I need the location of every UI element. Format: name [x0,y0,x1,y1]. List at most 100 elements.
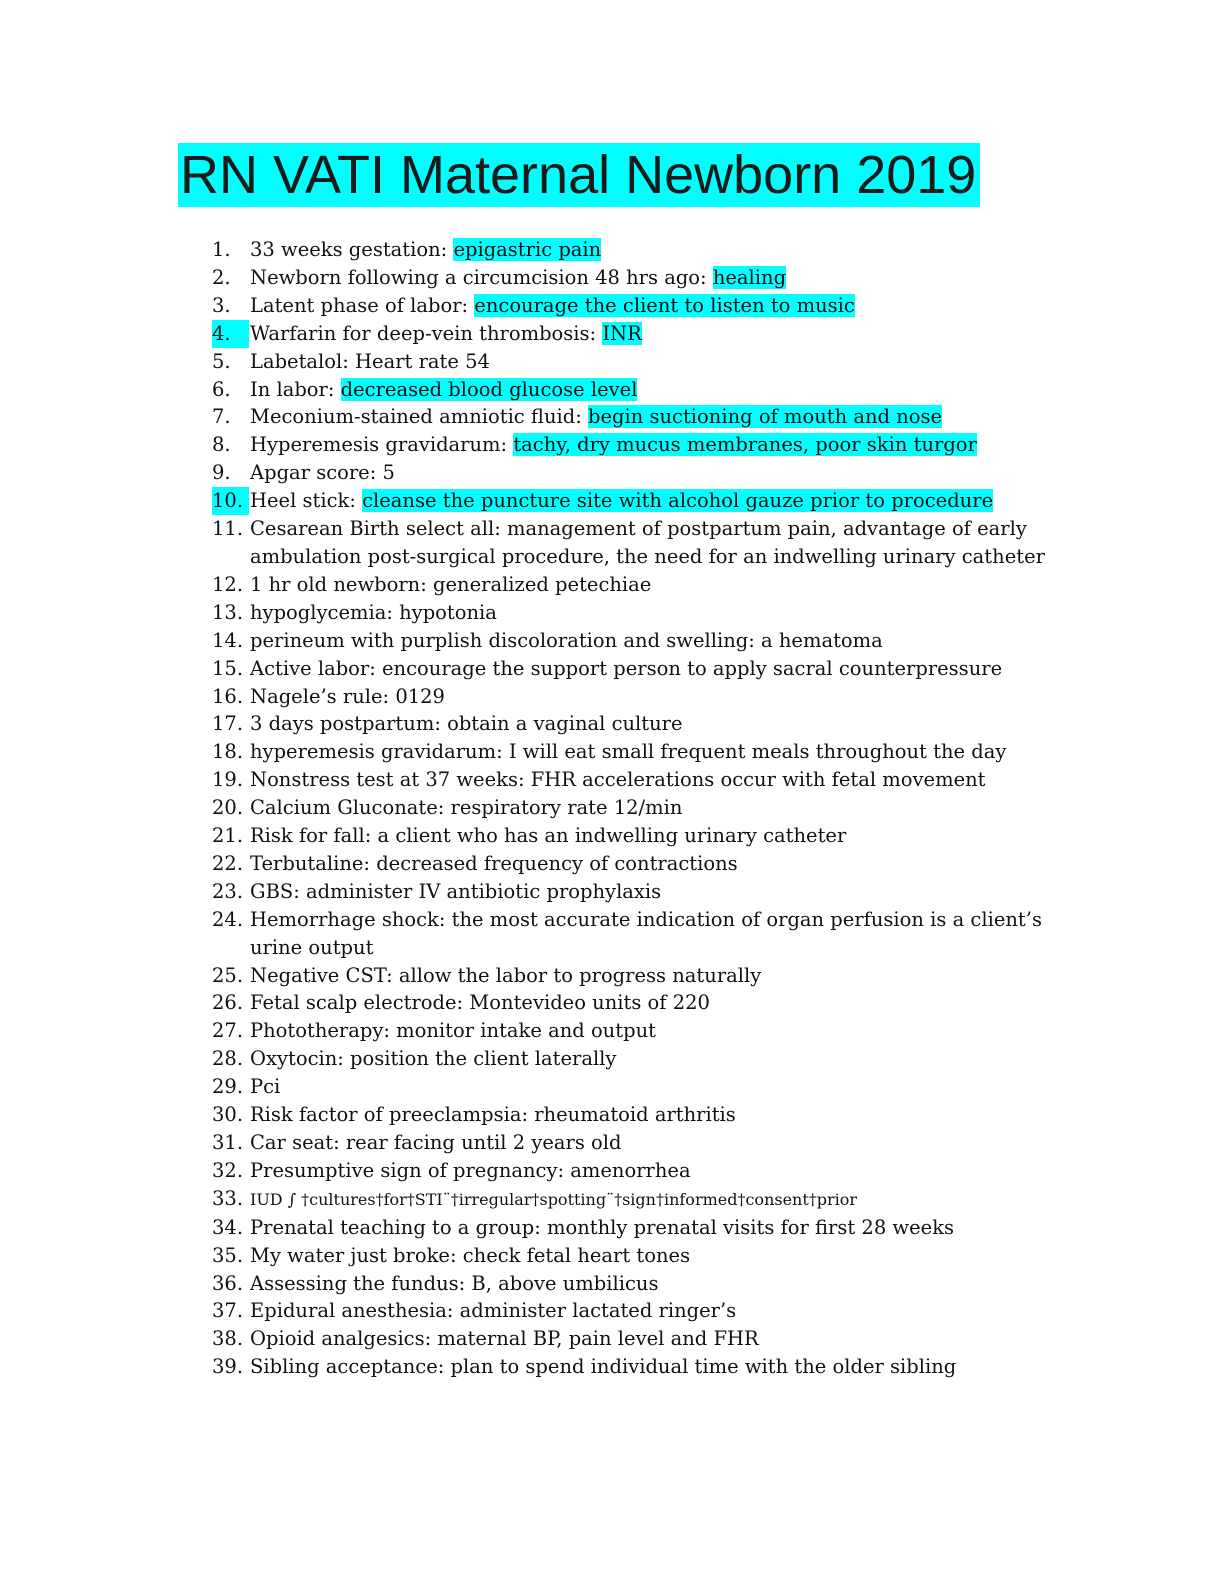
item-number: 12. [212,572,244,596]
item-number: 28. [212,1047,244,1071]
item-number: 25. [212,963,244,987]
item-number: 13. [212,600,244,624]
list-item: 2. Newborn following a circumcision 48 hr… [212,264,1052,292]
item-text: Nagele’s rule: 0129 [250,684,445,708]
list-item: 24.Hemorrhage shock: the most accurate i… [212,906,1052,962]
item-text: Prenatal teaching to a group: monthly pr… [250,1215,955,1239]
item-text: Fetal scalp electrode: Montevideo units … [250,991,710,1015]
item-number: 4. [212,319,249,348]
item-number: 39. [212,1355,244,1379]
list-item: 35.My water just broke: check fetal hear… [212,1242,1052,1270]
list-item: 15.Active labor: encourage the support p… [212,655,1052,683]
item-text: Hyperemesis gravidarum: [250,433,514,457]
item-number: 7. [212,405,231,429]
item-number: 2. [212,265,231,289]
list-item: 39.Sibling acceptance: plan to spend ind… [212,1353,1052,1381]
list-item: 29.Pci [212,1073,1052,1101]
item-text: Newborn following a circumcision 48 hrs … [250,265,713,289]
item-number: 10. [212,487,249,516]
item-text: Latent phase of labor: [250,293,475,317]
item-number: 17. [212,712,244,736]
list-item: 4.Warfarin for deep-vein thrombosis: INR [212,319,1052,348]
list-item: 23.GBS: administer IV antibiotic prophyl… [212,878,1052,906]
item-text: Epidural anesthesia: administer lactated… [250,1299,737,1323]
item-number: 21. [212,824,244,848]
list-item: 10.Heel stick: cleanse the puncture site… [212,487,1052,516]
list-item: 6.In labor: decreased blood glucose leve… [212,376,1052,404]
list-item: 14.perineum with purplish discoloration … [212,627,1052,655]
item-number: 38. [212,1327,244,1351]
list-item: 32.Presumptive sign of pregnancy: amenor… [212,1157,1052,1185]
item-text: 33 weeks gestation: [250,238,454,261]
list-item: 1. 33 weeks gestation: epigastric pain [212,236,1052,264]
item-number: 34. [212,1215,244,1239]
item-answer-highlight: healing [712,265,787,289]
item-answer-highlight: cleanse the puncture site with alcohol g… [362,489,994,513]
list-item: 33.IUD ∫ †cultures†for†STI¨†irregular†sp… [212,1185,1052,1214]
item-text: GBS: administer IV antibiotic prophylaxi… [250,879,662,903]
list-item: 25.Negative CST: allow the labor to prog… [212,962,1052,990]
item-text: Assessing the fundus: B, above umbilicus [250,1271,659,1295]
item-number: 1. [212,238,231,261]
question-answer-list: 1. 33 weeks gestation: epigastric pain 2. N… [212,236,1052,1381]
list-item: 20.Calcium Gluconate: respiratory rate 1… [212,794,1052,822]
item-number: 31. [212,1131,244,1154]
item-text: My water just broke: check fetal heart t… [250,1243,691,1267]
item-text: Apgar score: 5 [250,461,395,485]
item-number: 20. [212,796,244,820]
item-number: 35. [212,1243,244,1267]
item-text: Nonstress test at 37 weeks: FHR accelera… [250,768,986,792]
item-text: 3 days postpartum: obtain a vaginal cult… [250,712,683,736]
list-item: 12.1 hr old newborn: generalized petechi… [212,571,1052,599]
document-title: RN VATI Maternal Newborn 2019 [178,143,981,207]
item-text: Risk for fall: a client who has an indwe… [250,824,847,848]
list-item: 30.Risk factor of preeclampsia: rheumato… [212,1101,1052,1129]
list-item: 21.Risk for fall: a client who has an in… [212,822,1052,850]
item-number: 15. [212,656,244,680]
item-number: 5. [212,349,231,373]
item-text: Heel stick: [250,489,363,513]
item-text: Calcium Gluconate: respiratory rate 12/m… [250,796,683,820]
item-text: Active labor: encourage the support pers… [250,656,1003,680]
item-number: 18. [212,740,244,764]
item-text: hyperemesis gravidarum: I will eat small… [250,740,1007,764]
item-answer-highlight: epigastric pain [453,238,602,261]
list-item: 27.Phototherapy: monitor intake and outp… [212,1017,1052,1045]
item-text: Terbutaline: decreased frequency of cont… [250,851,738,875]
item-text: Sibling acceptance: plan to spend indivi… [250,1355,957,1379]
item-number: 16. [212,684,244,708]
item-number: 37. [212,1299,244,1323]
item-number: 11. [212,517,244,541]
item-number: 22. [212,851,244,875]
list-item: 28.Oxytocin: position the client lateral… [212,1045,1052,1073]
item-text: Warfarin for deep-vein thrombosis: [250,321,603,345]
item-text: Hemorrhage shock: the most accurate indi… [250,907,1042,959]
item-number: 32. [212,1158,244,1182]
item-number: 8. [212,433,231,457]
item-text: Phototherapy: monitor intake and output [250,1019,656,1043]
item-text: Meconium-stained amniotic fluid: [250,405,588,429]
item-answer-highlight: tachy, dry mucus membranes, poor skin tu… [513,433,977,457]
item-text: Labetalol: Heart rate 54 [250,349,490,373]
item-number: 36. [212,1271,244,1295]
item-answer-highlight: begin suctioning of mouth and nose [587,405,943,429]
item-number: 23. [212,879,244,903]
list-item: 13.hypoglycemia: hypotonia [212,599,1052,627]
item-text: perineum with purplish discoloration and… [250,628,883,652]
item-text: 1 hr old newborn: generalized petechiae [250,572,652,596]
item-text: Pci [250,1075,281,1099]
list-item: 9. Apgar score: 5 [212,459,1052,487]
list-item: 7. Meconium-stained amniotic fluid: begin… [212,403,1052,431]
item-number: 14. [212,628,244,652]
list-item: 17.3 days postpartum: obtain a vaginal c… [212,710,1052,738]
list-item: 5. Labetalol: Heart rate 54 [212,348,1052,376]
list-item: 18.hyperemesis gravidarum: I will eat sm… [212,738,1052,766]
item-answer-highlight: decreased blood glucose level [340,377,638,401]
item-number: 9. [212,461,231,485]
list-item: 19.Nonstress test at 37 weeks: FHR accel… [212,766,1052,794]
item-number: 3. [212,293,231,317]
item-text: Risk factor of preeclampsia: rheumatoid … [250,1103,736,1127]
list-item: 8. Hyperemesis gravidarum: tachy, dry muc… [212,431,1052,459]
list-item: 26.Fetal scalp electrode: Montevideo uni… [212,989,1052,1017]
item-number: 26. [212,991,244,1015]
